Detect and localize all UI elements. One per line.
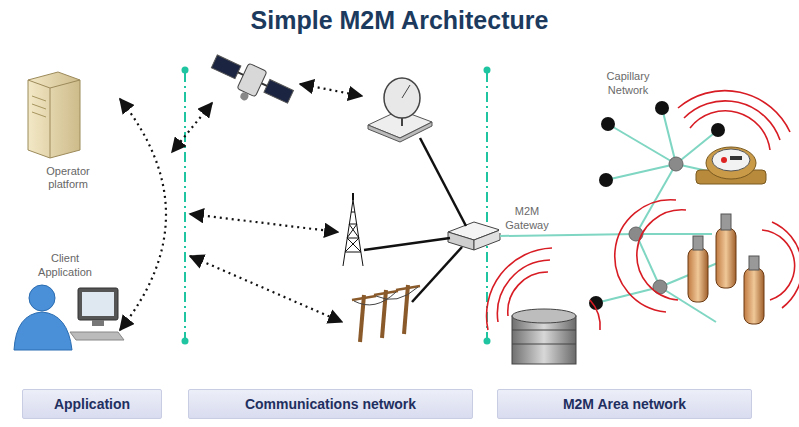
node-label: Operator platform	[33, 165, 103, 193]
server-icon	[28, 72, 80, 158]
power-line-poles	[352, 285, 420, 342]
storage-tank	[512, 309, 576, 364]
radio-tower	[343, 193, 363, 266]
sensor-node	[589, 101, 725, 310]
layer-band: Application	[22, 389, 162, 419]
gateway-box	[448, 222, 500, 250]
layer-band: M2M Area network	[497, 389, 752, 419]
water-meter	[696, 147, 766, 184]
band-label: Application	[54, 396, 130, 412]
radio-waves	[487, 91, 799, 330]
hub-node	[629, 157, 683, 294]
layer-band: Communications network	[188, 389, 473, 419]
client-icon	[14, 285, 124, 350]
network-label: Capillary Network	[590, 70, 666, 98]
gas-cylinders	[688, 214, 764, 324]
satellite-icon	[205, 50, 296, 118]
diagram-title: Simple M2M Architecture	[0, 6, 799, 35]
band-label: Communications network	[245, 396, 416, 412]
capillary-link	[500, 108, 720, 322]
wireless-link	[172, 84, 362, 322]
node-label: Client Application	[30, 252, 100, 280]
gateway-label: M2M Gateway	[499, 205, 555, 233]
operator-platform: Operator platform	[16, 68, 120, 192]
dotted-arrow	[120, 99, 166, 330]
divider	[185, 72, 487, 340]
dish-antenna	[368, 78, 432, 142]
link-line	[364, 138, 466, 302]
client-application: Client Application	[10, 252, 120, 352]
band-label: M2M Area network	[563, 396, 686, 412]
